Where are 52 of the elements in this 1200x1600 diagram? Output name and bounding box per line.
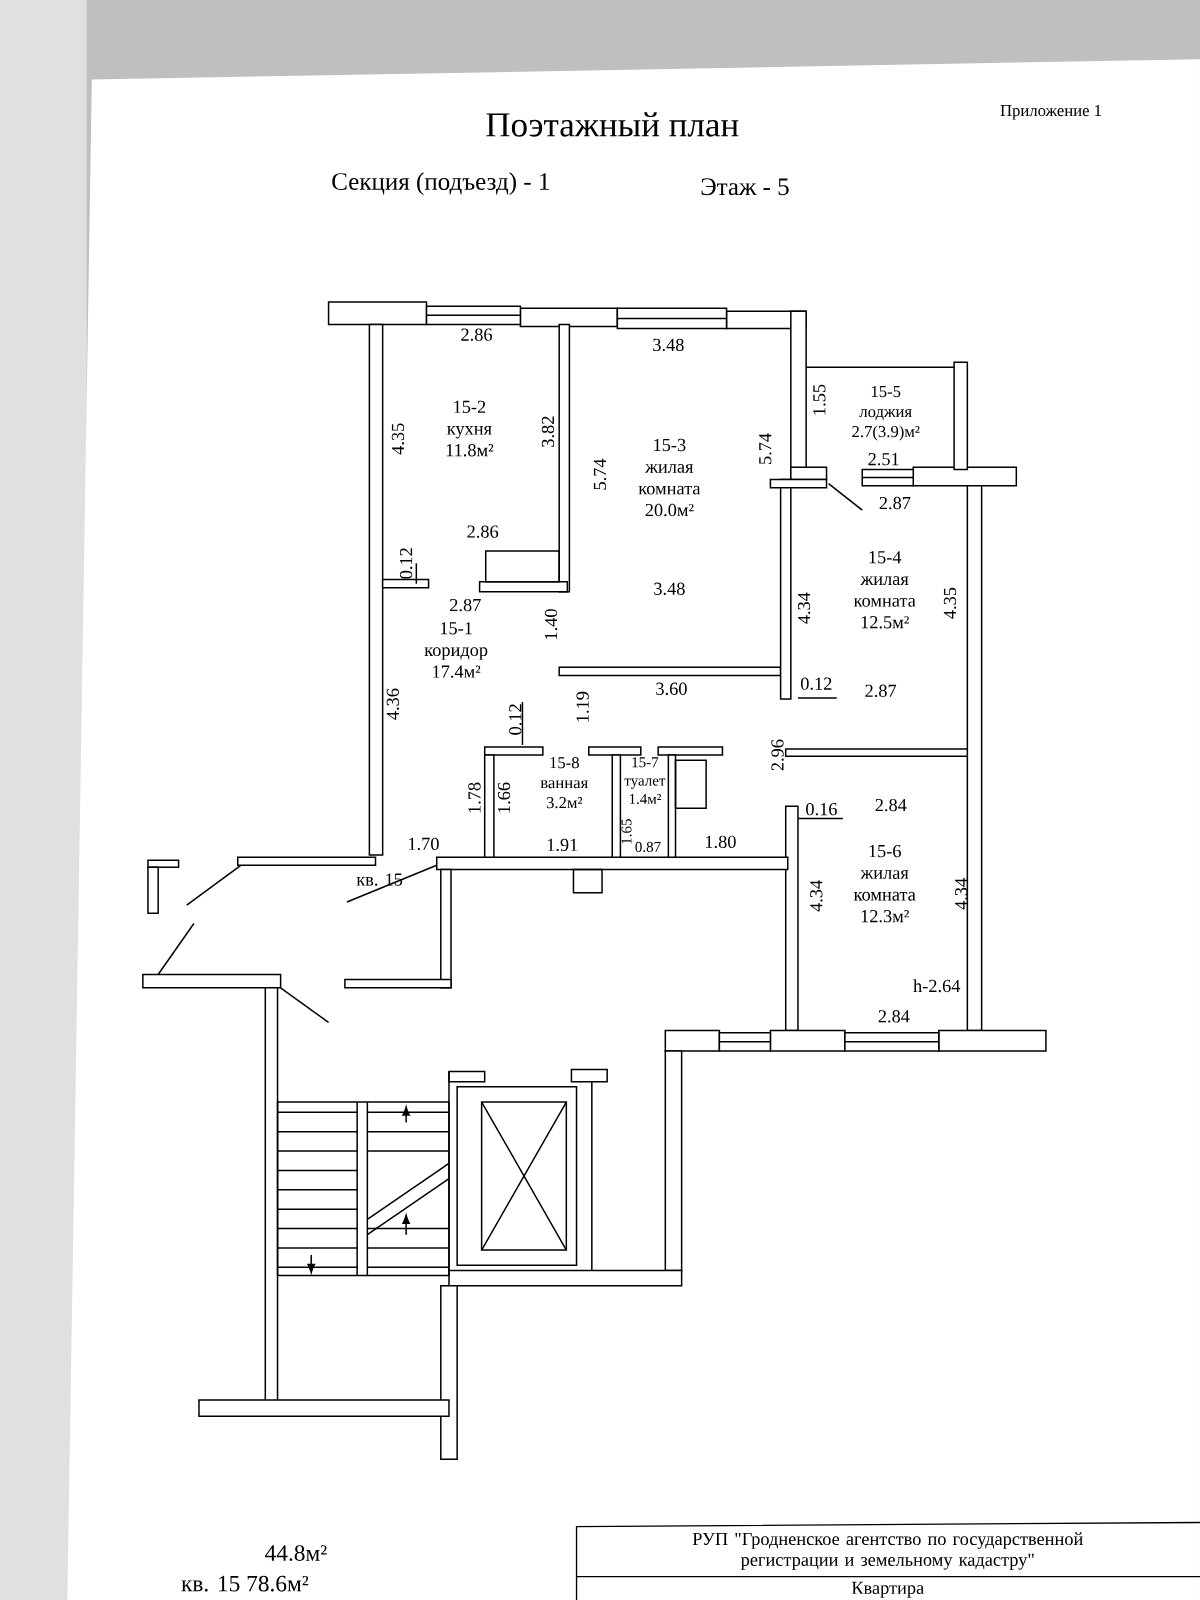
dimension-label: 1.80 xyxy=(706,835,736,849)
dimension-label: 1.78 xyxy=(468,782,481,813)
dimension-label: 2.87 xyxy=(879,496,911,510)
room-label: 15-1 коридор 17.4м² xyxy=(424,622,488,678)
dimension-label: 0.87 xyxy=(635,841,661,853)
dimension-label: 0.12 xyxy=(801,677,832,690)
dimension-label: 2.84 xyxy=(875,798,907,812)
dimension-label: 4.34 xyxy=(810,880,823,912)
room-label: 15-2 кухня 11.8м² xyxy=(446,400,494,457)
dimension-label: 4.35 xyxy=(943,587,957,619)
dimension-label: 5.74 xyxy=(593,458,607,490)
appendix-label: Приложение 1 xyxy=(1000,104,1101,120)
ceiling-height-label: h-2.64 xyxy=(913,979,961,993)
dimension-label: 1.66 xyxy=(497,782,511,813)
title-block-table: РУП "Гродненское агентство по государственной регистрации и земельному кадастру" Квартира xyxy=(575,1521,1200,1600)
dimension-label: 3.48 xyxy=(654,582,685,595)
dimension-label: 4.34 xyxy=(797,592,811,624)
dimension-label: 4.36 xyxy=(386,688,400,720)
room-label: 15-3 жилая комната 20.0м² xyxy=(638,438,701,517)
area-label: кв. 15 78.6м² xyxy=(181,1575,309,1592)
dimension-label: 5.74 xyxy=(759,433,772,464)
room-label: 15-8 ванная 3.2м² xyxy=(540,757,588,809)
dimension-label: 1.65 xyxy=(621,819,632,844)
dimension-label: 1.40 xyxy=(544,609,558,639)
dimension-label: 0.12 xyxy=(509,704,522,735)
dimension-label: 2.86 xyxy=(467,525,499,538)
dimension-label: 1.70 xyxy=(409,837,439,851)
room-label: 15-7 туалет 1.4м² xyxy=(624,757,666,804)
dimension-label: 2.84 xyxy=(878,1010,910,1023)
dimension-label: 3.48 xyxy=(653,338,684,352)
dimension-label: 2.96 xyxy=(771,739,784,771)
area-label: 44.8м² xyxy=(265,1545,327,1561)
room-label: 15-4 жилая комната 12.5м² xyxy=(853,551,916,629)
dimension-label: 1.19 xyxy=(576,691,589,722)
dimension-label: 2.51 xyxy=(868,453,899,466)
dimension-label: 3.82 xyxy=(541,416,555,447)
dimension-label: 2.86 xyxy=(461,328,493,341)
dimension-label: 2.87 xyxy=(865,684,897,698)
subtitle: Этаж - 5 xyxy=(701,178,789,196)
title: Поэтажный план xyxy=(486,112,739,137)
subtitle: Секция (подъезд) - 1 xyxy=(332,172,549,196)
dimension-label: 3.60 xyxy=(656,682,687,695)
dimension-label: 1.91 xyxy=(547,838,578,852)
room-label: 15-5 лоджия 2.7(3.9)м² xyxy=(852,386,920,441)
dimension-label: 2.87 xyxy=(450,598,481,612)
dimension-label: 4.34 xyxy=(955,878,968,910)
apartment-label: кв. 15 xyxy=(356,873,403,886)
room-label: 15-6 жилая комната 12.3м² xyxy=(853,845,916,923)
dimension-label: 1.55 xyxy=(813,384,826,415)
dimension-label: 0.16 xyxy=(806,803,837,816)
dimension-label: 4.35 xyxy=(391,423,405,455)
dimension-label: 0.12 xyxy=(399,548,413,579)
